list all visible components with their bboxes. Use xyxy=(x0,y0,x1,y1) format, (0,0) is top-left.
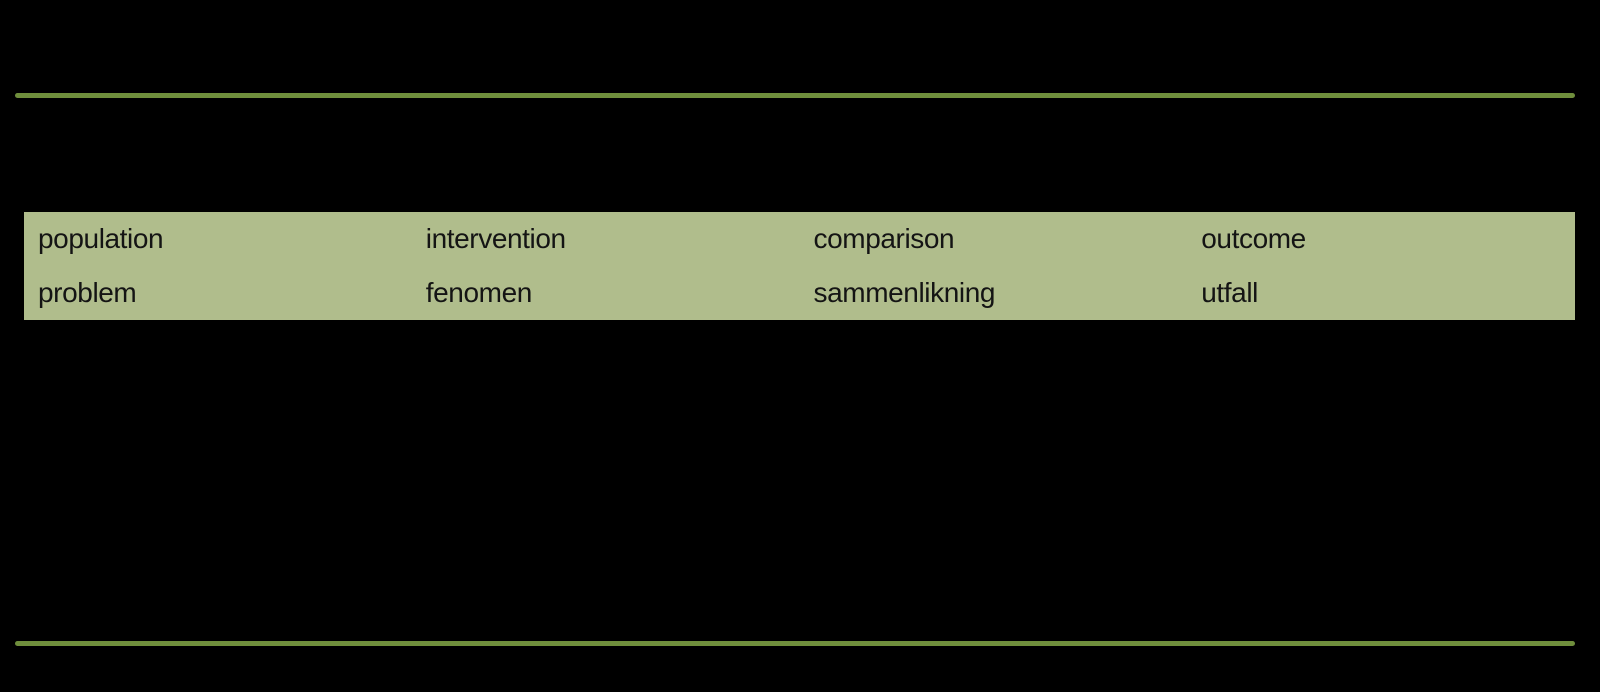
cell-comparison: comparison xyxy=(813,223,955,254)
cell-intervention: intervention xyxy=(425,223,566,254)
bottom-divider-rule xyxy=(15,641,1575,646)
cell-problem: problem xyxy=(38,277,137,308)
cell-sammenlikning: sammenlikning xyxy=(813,277,996,308)
cell-outcome: outcome xyxy=(1201,223,1306,254)
pico-table: population intervention comparison outco… xyxy=(24,212,1575,320)
cell-utfall: utfall xyxy=(1201,277,1258,308)
top-divider-rule xyxy=(15,93,1575,98)
cell-fenomen: fenomen xyxy=(425,277,533,308)
cell-population: population xyxy=(38,223,164,254)
